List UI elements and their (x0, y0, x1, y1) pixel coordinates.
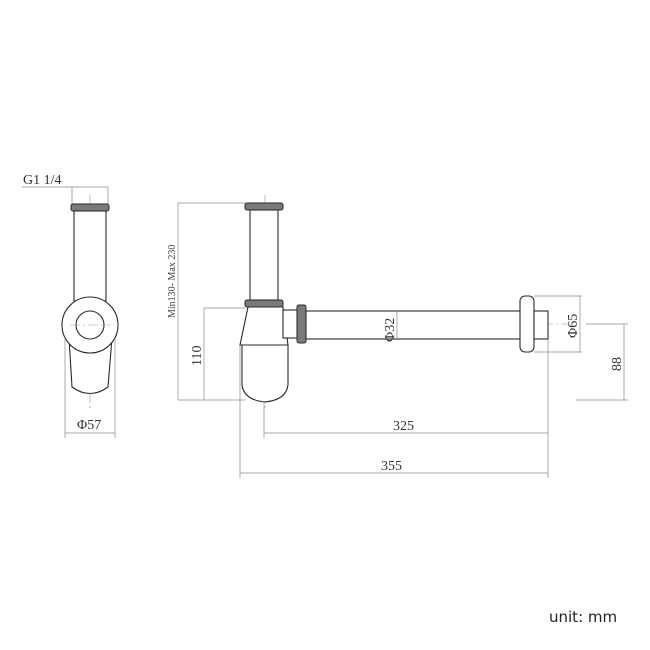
outlet-nut (296, 304, 307, 344)
unit-label: unit: mm (549, 608, 618, 626)
side-top-ring (70, 203, 110, 212)
front-mid-ring (244, 299, 284, 308)
front-body (239, 306, 289, 346)
side-body (68, 337, 113, 395)
flange-height-label: 88 (610, 357, 625, 371)
overall-length-label: 355 (381, 459, 402, 474)
horizontal-pipe (305, 310, 522, 340)
outlet-stub (282, 309, 298, 339)
pipe-diameter-label: Φ32 (383, 318, 398, 342)
front-tube (249, 209, 279, 301)
side-view: G1 1/4 Φ57 (22, 173, 119, 438)
pipe-length-label: 325 (393, 419, 414, 434)
flange-diameter-label: Φ65 (566, 314, 581, 338)
front-top-ring (244, 202, 284, 211)
thread-label: G1 1/4 (23, 173, 62, 188)
front-cup (241, 344, 289, 403)
pipe-end (533, 310, 549, 340)
body-height-label: 110 (190, 346, 205, 366)
wall-flange (519, 295, 535, 353)
side-tube (73, 210, 107, 302)
diameter-57-label: Φ57 (77, 418, 101, 433)
front-view: Min130- Max 230 110 Φ32 Φ65 (167, 195, 628, 478)
height-range-label: Min130- Max 230 (167, 245, 178, 318)
